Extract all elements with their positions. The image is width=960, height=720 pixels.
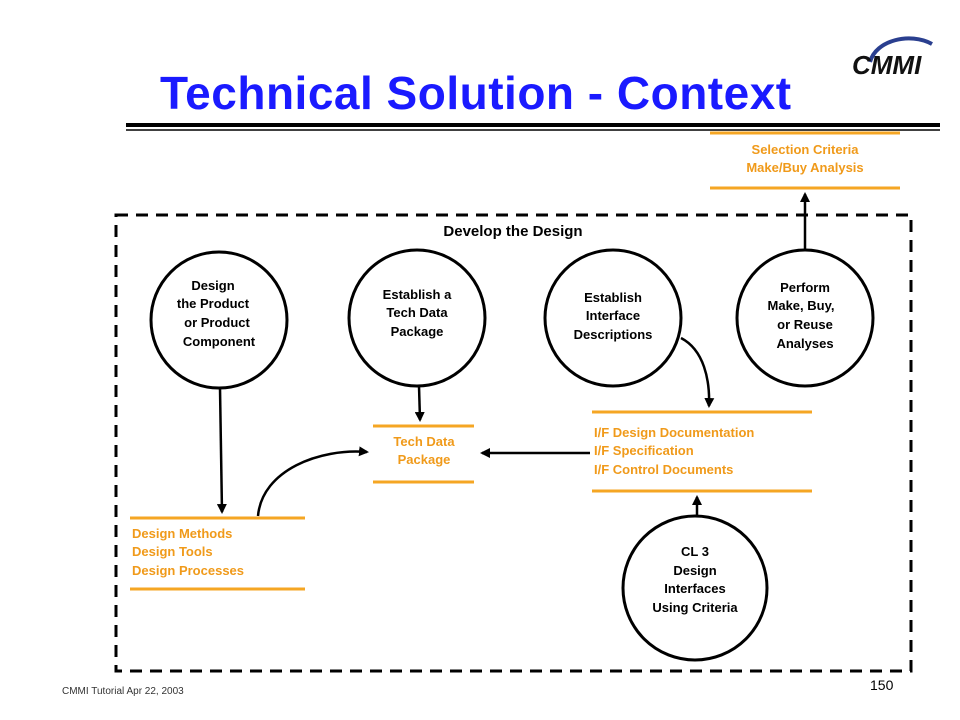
store-label: Design Processes	[132, 563, 244, 578]
process-label: Using Criteria	[652, 600, 738, 615]
process-label: or Product	[184, 315, 250, 330]
process-label: Establish a	[383, 287, 452, 302]
store-label: Design Tools	[132, 544, 213, 559]
process-label: the Product	[177, 296, 250, 311]
process-label: Establish	[584, 290, 642, 305]
process-label: Component	[183, 334, 256, 349]
page-number: 150	[870, 677, 894, 693]
store-design-methods: Design Methods Design Tools Design Proce…	[130, 516, 305, 591]
process-interface-descriptions: Establish Interface Descriptions	[543, 248, 683, 388]
boundary-box	[114, 213, 913, 673]
store-tech-data-package: Tech Data Package	[373, 424, 474, 484]
arrow-establish-to-package	[414, 385, 425, 422]
arrow-design-to-methods	[216, 387, 227, 514]
store-if-documents: I/F Design Documentation I/F Specificati…	[592, 410, 812, 493]
process-design-interfaces: CL 3 Design Interfaces Using Criteria	[621, 514, 769, 662]
process-make-buy-reuse: Perform Make, Buy, or Reuse Analyses	[735, 248, 875, 388]
store-label: Make/Buy Analysis	[746, 160, 863, 175]
process-design-product: Design the Product or Product Component	[149, 250, 289, 390]
process-label: Perform	[780, 280, 830, 295]
process-label: Design	[673, 563, 716, 578]
process-label: or Reuse	[777, 317, 833, 332]
footer-text: CMMI Tutorial Apr 22, 2003	[62, 686, 184, 697]
arrow-interface-to-if	[680, 336, 715, 408]
process-tech-data-package: Establish a Tech Data Package	[347, 248, 487, 388]
slide-title: Technical Solution - Context	[160, 67, 792, 119]
cmmi-logo: CMMI	[852, 36, 933, 80]
store-label: Selection Criteria	[752, 142, 860, 157]
store-label: Package	[398, 452, 451, 467]
store-label: I/F Specification	[594, 443, 694, 458]
process-label: Interface	[586, 308, 640, 323]
store-label: I/F Design Documentation	[594, 425, 754, 440]
store-label: Design Methods	[132, 526, 232, 541]
process-label: Interfaces	[664, 581, 725, 596]
process-label: Package	[391, 324, 444, 339]
process-label: Descriptions	[574, 327, 653, 342]
store-selection-criteria: Selection Criteria Make/Buy Analysis	[710, 131, 900, 190]
process-label: Analyses	[776, 336, 833, 351]
store-label: Tech Data	[393, 434, 455, 449]
process-label: Make, Buy,	[768, 298, 835, 313]
process-label: Design	[191, 278, 234, 293]
boundary-label: Develop the Design	[443, 223, 582, 240]
logo-text: CMMI	[852, 50, 922, 80]
logo-swoosh	[868, 36, 933, 63]
store-label: I/F Control Documents	[594, 462, 733, 477]
arrow-methods-to-package	[256, 446, 369, 517]
process-label: Tech Data	[386, 305, 448, 320]
process-label: CL 3	[681, 544, 709, 559]
